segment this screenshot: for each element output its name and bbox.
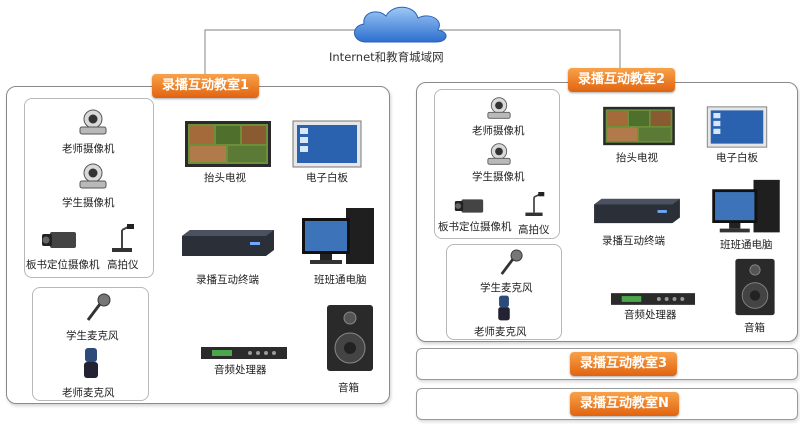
whiteboard-icon: [292, 120, 362, 168]
audio-processor-label: 音频处理器: [624, 309, 677, 321]
mic-group-panel: [32, 287, 149, 401]
classroom-n-title: 录播互动教室N: [570, 392, 679, 416]
classroom-1-title: 录播互动教室1: [152, 74, 260, 98]
tv-label: 抬头电视: [204, 172, 246, 184]
speaker-icon: [735, 258, 775, 316]
terminal-label: 录播互动终端: [602, 235, 665, 247]
board-camera-label: 板书定位摄像机: [438, 221, 512, 233]
tv-label: 抬头电视: [616, 152, 658, 164]
pc-label: 班班通电脑: [314, 274, 367, 286]
microphone-icon: [84, 348, 98, 378]
terminal-icon: [594, 198, 680, 224]
ptz-camera-icon: [487, 97, 511, 119]
pc-icon: [712, 179, 780, 233]
microphone-icon: [500, 249, 523, 275]
ptz-camera-icon: [79, 109, 107, 135]
visualizer-icon: [525, 192, 545, 216]
speaker-label: 音箱: [744, 322, 765, 334]
ptz-camera-icon: [487, 143, 511, 165]
box-camera-icon: [454, 199, 484, 213]
audio-processor-icon: [201, 347, 287, 359]
visualizer-icon: [112, 224, 134, 252]
visualizer-label: 高拍仪: [107, 259, 139, 271]
box-camera-icon: [42, 232, 76, 248]
speaker-label: 音箱: [338, 382, 359, 394]
terminal-icon: [182, 230, 274, 256]
teacher-mic-label: 老师麦克风: [474, 326, 527, 338]
mic-group-panel: [446, 244, 562, 340]
classroom-2-title: 录播互动教室2: [568, 68, 676, 92]
cloud-icon: [354, 6, 447, 43]
terminal-label: 录播互动终端: [196, 274, 259, 286]
microphone-icon: [498, 295, 510, 321]
ptz-camera-icon: [79, 163, 107, 189]
teacher-camera-label: 老师摄像机: [472, 125, 525, 137]
student-camera-label: 学生摄像机: [62, 197, 115, 209]
whiteboard-label: 电子白板: [306, 172, 348, 184]
pc-label: 班班通电脑: [720, 239, 773, 251]
microphone-icon: [86, 293, 111, 321]
tv-icon: [603, 106, 675, 146]
speaker-icon: [327, 305, 373, 371]
board-camera-label: 板书定位摄像机: [26, 259, 100, 271]
student-camera-label: 学生摄像机: [472, 171, 525, 183]
audio-processor-icon: [610, 293, 696, 305]
tv-icon: [185, 121, 271, 167]
pc-icon: [302, 208, 374, 264]
student-mic-label: 学生麦克风: [480, 282, 533, 294]
whiteboard-icon: [706, 106, 768, 148]
visualizer-label: 高拍仪: [518, 224, 550, 236]
whiteboard-label: 电子白板: [716, 152, 758, 164]
classroom-3-title: 录播互动教室3: [570, 352, 678, 376]
teacher-camera-label: 老师摄像机: [62, 143, 115, 155]
network-label: Internet和教育城域网: [329, 50, 444, 64]
teacher-mic-label: 老师麦克风: [62, 387, 115, 399]
audio-processor-label: 音频处理器: [214, 364, 267, 376]
student-mic-label: 学生麦克风: [66, 330, 119, 342]
